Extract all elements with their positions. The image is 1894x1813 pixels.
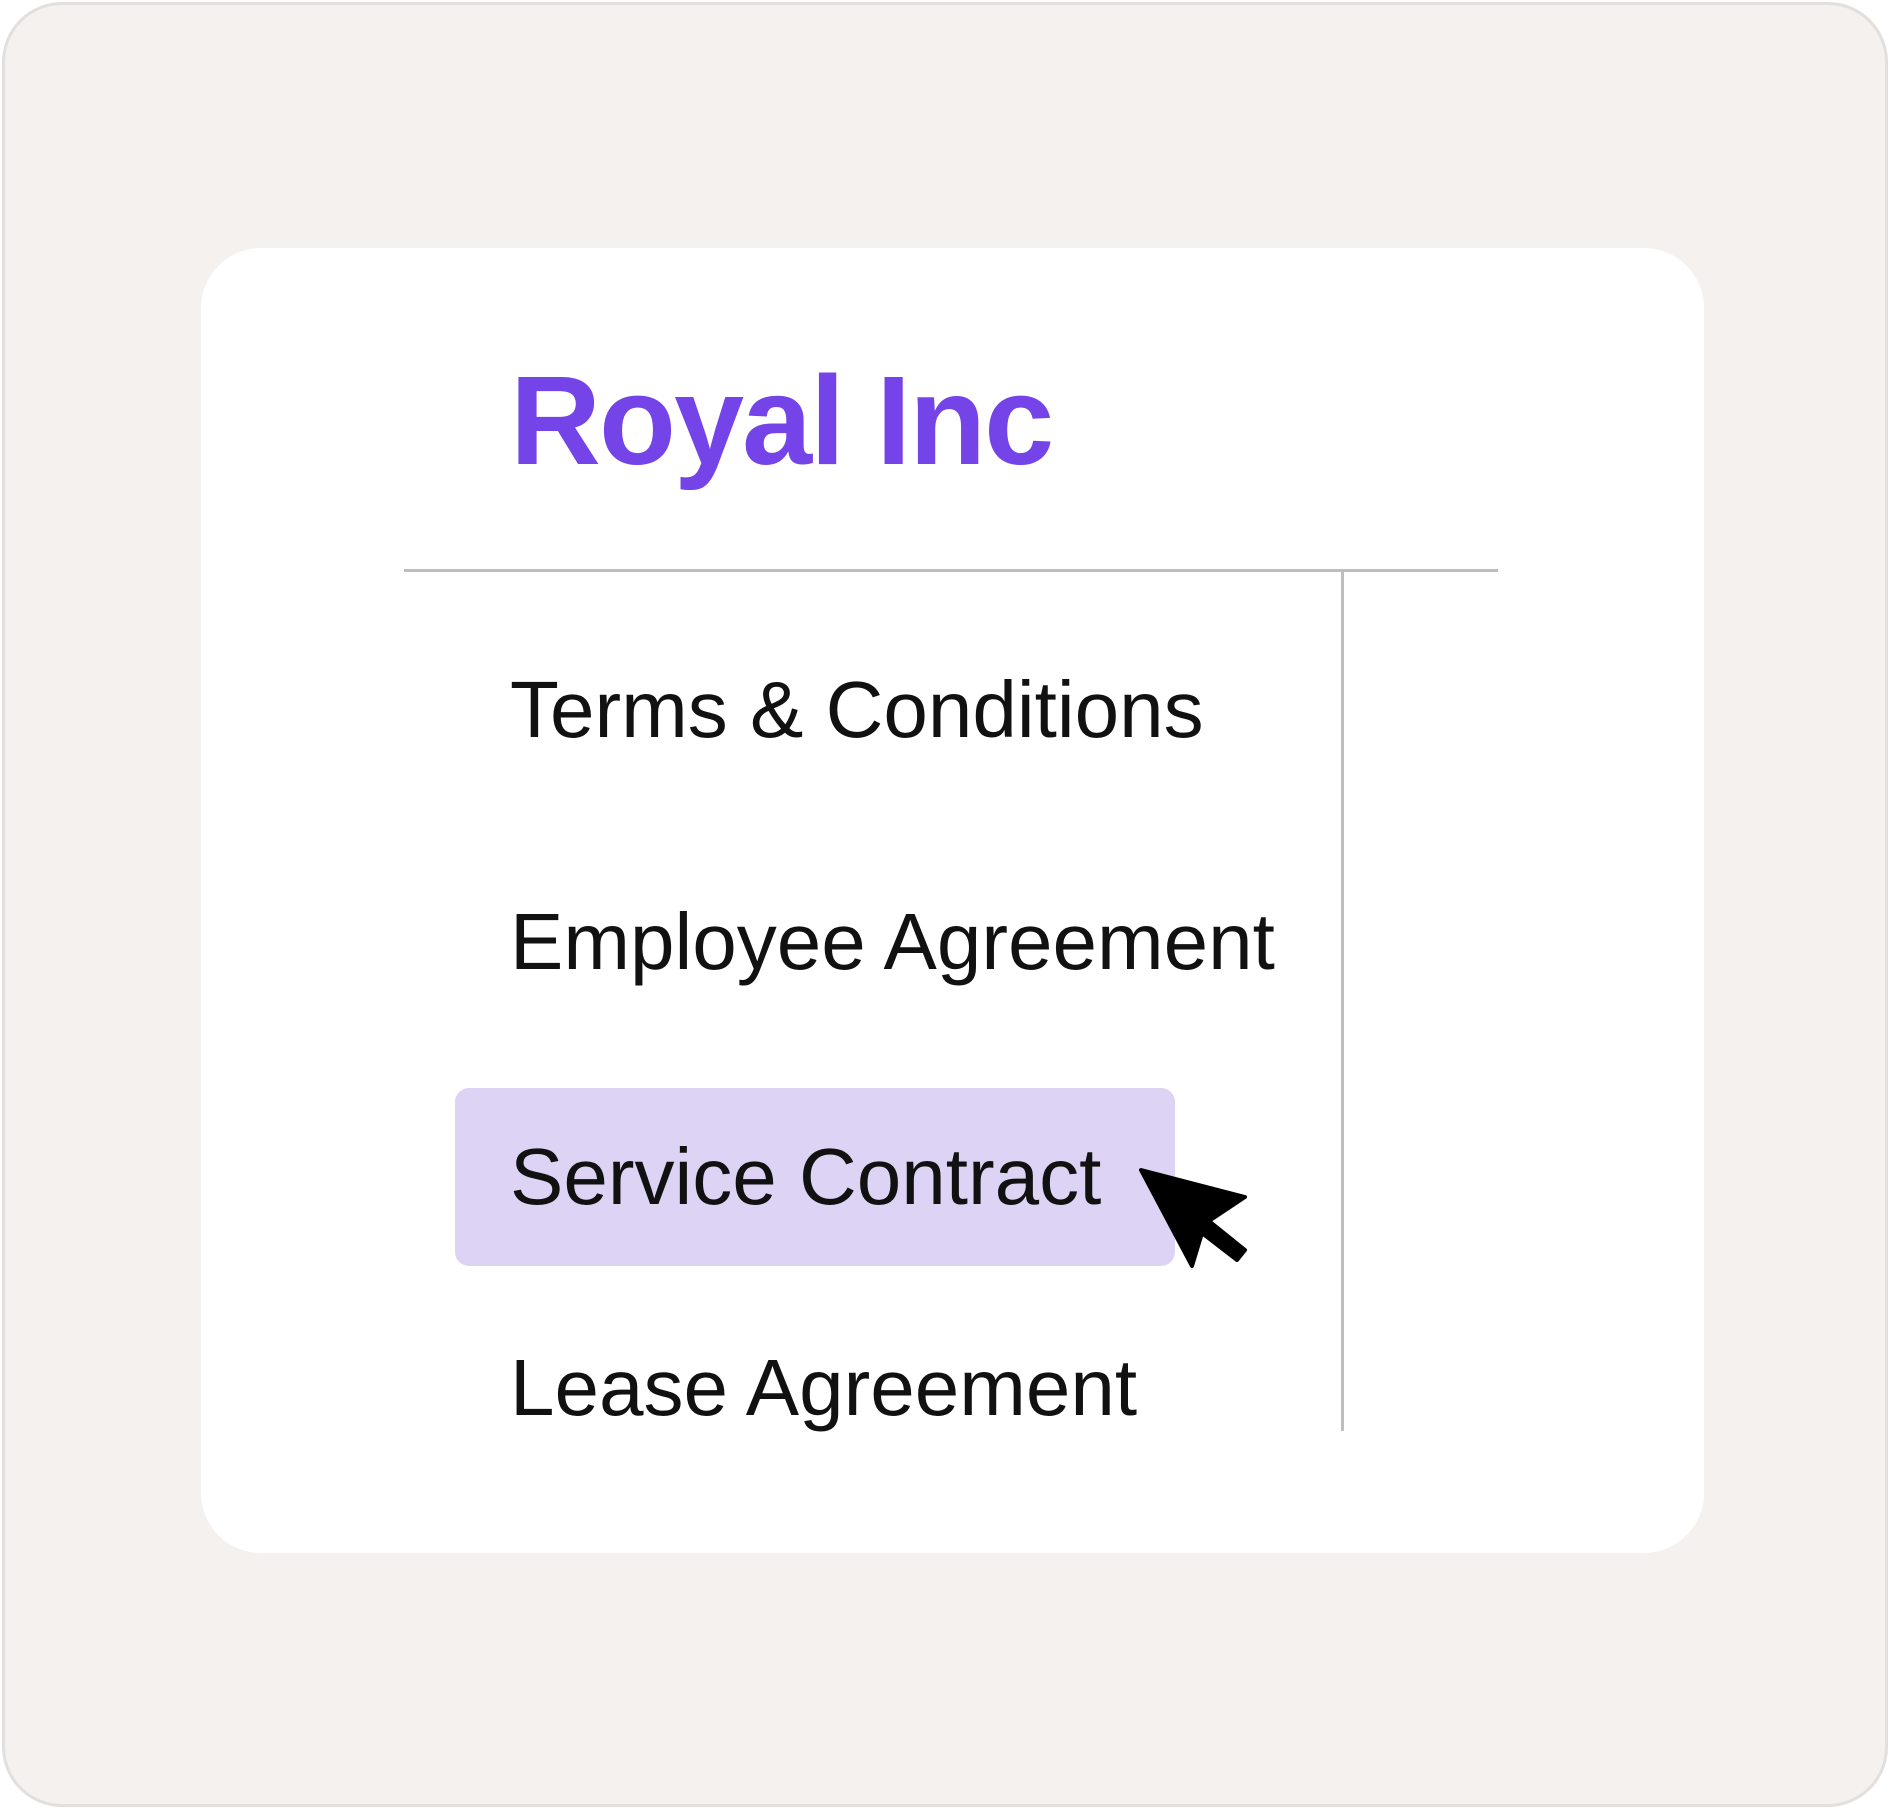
mouse-pointer-icon <box>1139 1168 1247 1268</box>
brand-title: Royal Inc <box>510 350 1054 491</box>
document-item-lease-agreement[interactable]: Lease Agreement <box>510 1343 1138 1432</box>
document-item-terms-conditions[interactable]: Terms & Conditions <box>510 665 1204 754</box>
horizontal-divider <box>404 569 1498 572</box>
document-item-employee-agreement[interactable]: Employee Agreement <box>510 897 1275 986</box>
document-item-service-contract[interactable]: Service Contract <box>455 1088 1175 1266</box>
vertical-divider <box>1341 569 1344 1431</box>
document-card: Royal Inc Terms & Conditions Employee Ag… <box>201 248 1704 1553</box>
document-list: Terms & Conditions Employee Agreement Se… <box>201 248 1704 1553</box>
